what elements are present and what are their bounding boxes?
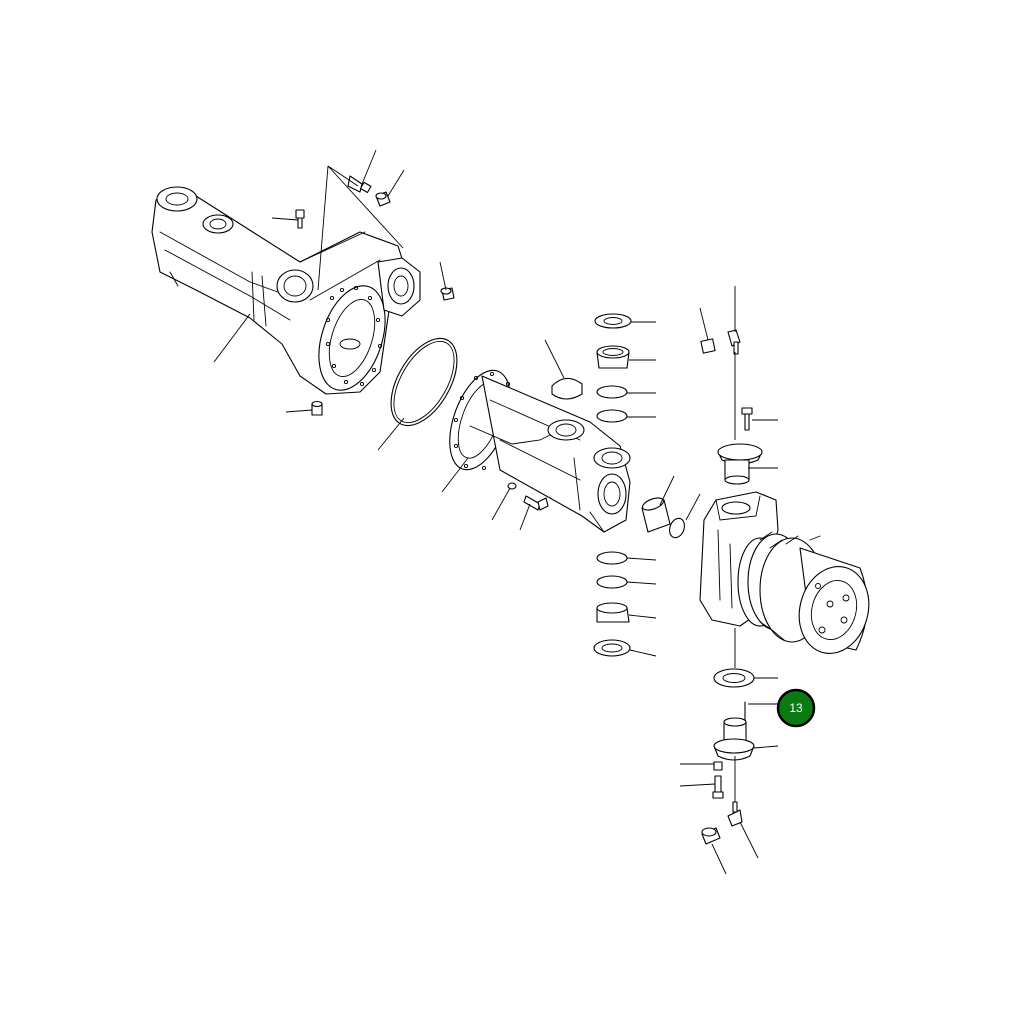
plug-fitting-top (375, 191, 391, 207)
thrust-washer-lower (713, 668, 755, 688)
bushing-bottom (596, 602, 630, 623)
callout-badge-label: 13 (789, 701, 803, 715)
grease-nipple-left (295, 209, 305, 229)
plug-fitting-right (700, 338, 716, 354)
kingpin-top (717, 443, 763, 485)
plug-fitting-side (440, 287, 455, 301)
thrust-washer-top (594, 313, 632, 329)
breather-fitting (347, 175, 372, 194)
seal-ring-top-2 (596, 409, 628, 423)
kingpin-bottom (713, 717, 755, 761)
axle-housing-left (151, 186, 421, 395)
grease-nipple-bottom (727, 801, 743, 827)
axle-housing-middle (449, 369, 631, 533)
seal-ring-bottom-2 (596, 575, 628, 589)
thrust-washer-bottom (593, 639, 631, 657)
seal-ring-bottom-1 (596, 551, 628, 565)
small-nipple-bottom (713, 761, 723, 771)
callout-badge-13[interactable]: 13 (776, 688, 816, 728)
grease-nipple-top (727, 329, 741, 355)
seal-ring-top-1 (596, 385, 628, 399)
callout-badge-circle (776, 688, 816, 728)
bolt-mid (523, 495, 549, 511)
bolt-top (741, 407, 753, 431)
cap-dome (551, 377, 583, 400)
drain-plug-left (311, 400, 323, 416)
leader-lines (213, 149, 779, 875)
seal-ring-side (669, 517, 685, 539)
bolt-bottom (712, 775, 724, 799)
bushing-side (641, 497, 671, 533)
small-washer-mid (507, 482, 517, 490)
drain-plug-bottom (701, 827, 721, 845)
steering-knuckle-hub (699, 491, 870, 654)
bushing-top (596, 345, 630, 369)
